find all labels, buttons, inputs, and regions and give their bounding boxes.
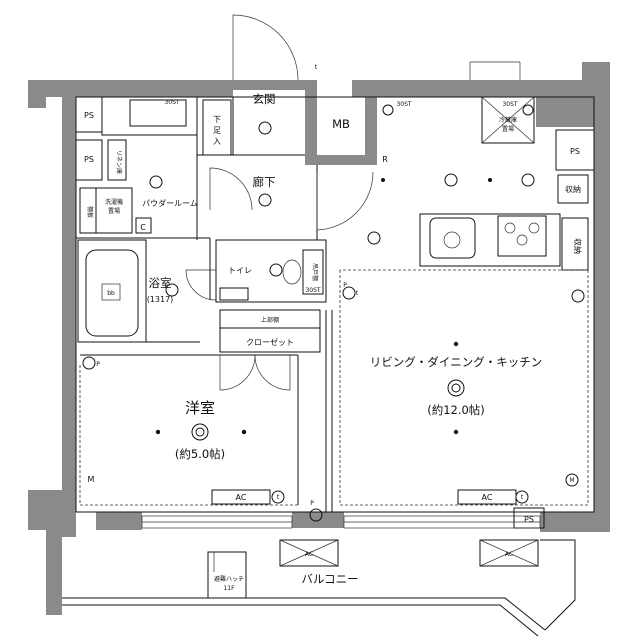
- lights: [82, 104, 585, 522]
- powder-room-label: パウダールーム: [142, 198, 198, 208]
- toilet-shelf-label: 吊戸棚: [311, 263, 319, 281]
- p-mark-2: P: [343, 282, 347, 289]
- shoe-box-label-3: 入: [213, 137, 221, 146]
- toilet-label: トイレ: [228, 266, 252, 275]
- ldk-size-label: (約12.0帖): [427, 403, 485, 417]
- storage-label-2: 収納: [573, 238, 583, 254]
- stove-burner-icon: [528, 222, 540, 234]
- c-mark: C: [140, 223, 146, 232]
- toilet-bowl-icon: [282, 259, 302, 285]
- washer-label-2: 置場: [108, 207, 120, 215]
- t-mark-2: t: [356, 290, 359, 297]
- washer-label-1: 洗濯機: [105, 198, 123, 206]
- stove-burner-icon: [504, 222, 516, 234]
- doors: [185, 14, 374, 391]
- p-mark-3: P: [310, 500, 314, 507]
- ac-ldk-label: AC: [482, 493, 493, 502]
- shoe-box-label-2: 足: [213, 126, 221, 135]
- t-mark-4: t: [521, 494, 524, 501]
- upper-shelf-label: 上部棚: [261, 316, 279, 324]
- sw-mark-1: 30ST: [164, 99, 179, 106]
- walls: [28, 62, 610, 615]
- shelf-label: 棚板: [86, 206, 94, 218]
- escape-hatch-label-1: 避難ハッチ: [214, 575, 244, 583]
- bath-size-label: (1317): [147, 295, 174, 304]
- ac-western-label: AC: [236, 493, 247, 502]
- corridor-label: 廊下: [253, 175, 276, 189]
- ps-label-4: PS: [524, 515, 534, 524]
- balcony-label: バルコニー: [301, 572, 358, 586]
- t-mark-3: t: [277, 494, 280, 501]
- ldk-label: リビング・ダイニング・キッチン: [370, 355, 543, 369]
- western-room-size-label: (約5.0帖): [175, 447, 225, 461]
- bb-mark: bb: [107, 290, 115, 297]
- meter-box-label: MB: [332, 117, 350, 131]
- sw-mark-3: 30ST: [502, 101, 517, 108]
- sw-mark-4: 30ST: [305, 287, 320, 294]
- p-mark-1: P: [96, 361, 100, 368]
- entrance-label: 玄関: [253, 92, 276, 106]
- shoe-box-label-1: 下: [213, 115, 221, 124]
- sw-mark-2: 30ST: [396, 101, 411, 108]
- linen-closet-label: リネン庫: [115, 150, 123, 174]
- interior-lines: [62, 61, 595, 637]
- bath-control-icon: [101, 283, 121, 301]
- western-room-label: 洋室: [185, 399, 215, 417]
- fridge-label-1: 冷蔵庫: [499, 116, 517, 124]
- t-mark-1: t: [315, 64, 318, 71]
- ps-label-1: PS: [84, 111, 94, 120]
- bath-label: 浴室: [149, 276, 172, 290]
- sink-icon: [443, 231, 461, 249]
- ac-balcony-label-1: AC: [305, 551, 313, 558]
- escape-hatch-label-2: 11F: [223, 585, 235, 592]
- m-mark-1: M: [88, 475, 95, 484]
- closet-label: クローゼット: [246, 337, 294, 347]
- ps-label-3: PS: [570, 147, 580, 156]
- storage-label-1: 収納: [565, 184, 581, 194]
- m-mark-2: M: [569, 477, 574, 484]
- stove-burner-icon: [516, 234, 528, 246]
- ac-balcony-label-2: AC: [505, 551, 513, 558]
- ps-label-2: PS: [84, 155, 94, 164]
- fridge-label-2: 置場: [502, 125, 514, 133]
- r-mark: R: [382, 155, 388, 164]
